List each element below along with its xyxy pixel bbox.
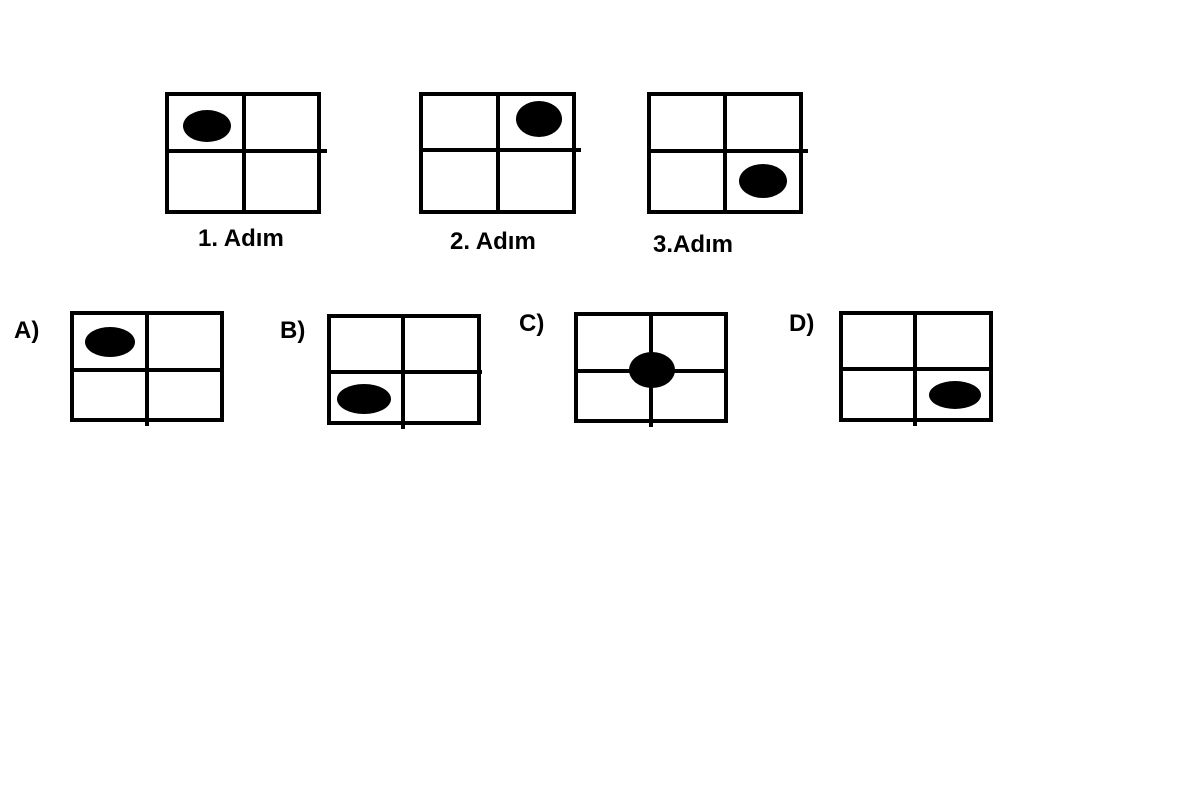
step-2-grid [419,92,581,214]
black-dot [739,164,787,198]
black-dot [85,327,135,357]
step-3-grid [647,92,808,214]
option-a-grid[interactable] [70,311,224,426]
black-dot [183,110,231,142]
step-1-grid [165,92,327,214]
option-c-letter: C) [519,310,544,337]
option-d-letter: D) [789,310,814,337]
option-a-letter: A) [14,317,39,344]
step-1-label: 1. Adım [198,225,284,252]
black-dot [516,101,562,137]
option-d-grid[interactable] [839,311,993,426]
black-dot [337,384,391,414]
black-dot [929,381,981,409]
black-dot [629,352,675,388]
option-b-grid[interactable] [327,314,482,429]
step-3-label: 3.Adım [653,231,733,258]
option-c-grid[interactable] [574,312,728,427]
option-b-letter: B) [280,317,305,344]
step-2-label: 2. Adım [450,228,536,255]
